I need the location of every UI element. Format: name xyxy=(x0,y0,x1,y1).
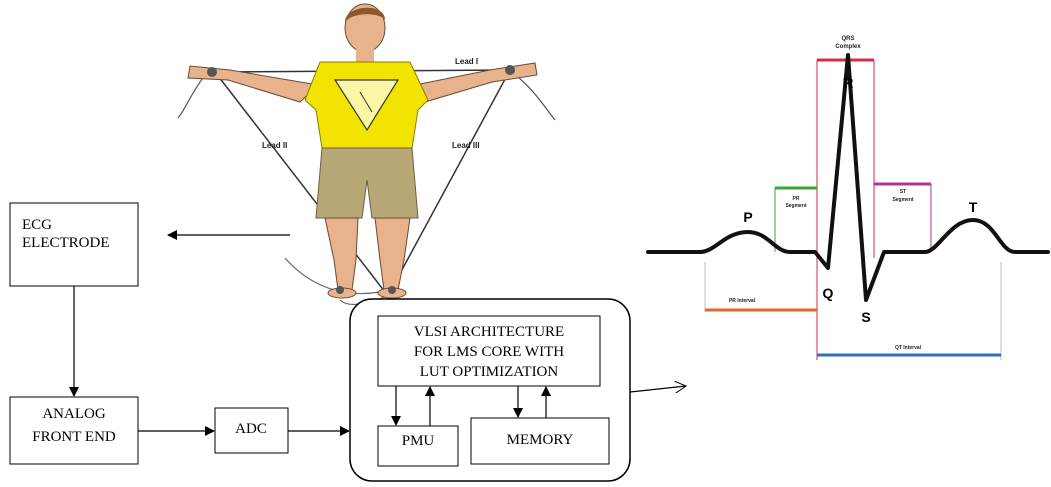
pmu-box xyxy=(377,425,459,467)
lead-1-label: Lead I xyxy=(455,57,478,66)
lead-3-label: Lead III xyxy=(452,141,480,150)
pmu-label: PMU xyxy=(402,433,435,449)
memory-box xyxy=(470,417,610,465)
ecg-waveform-figure: P Q R S T QRS Complex PR Segment ST Segm… xyxy=(646,36,1050,360)
qrs-label-2: Complex xyxy=(835,44,861,50)
afe-label-2: FRONT END xyxy=(32,429,116,445)
human-figure: Lead I Lead II Lead III xyxy=(177,3,556,306)
hair xyxy=(345,7,385,22)
ecg-electrode-label-2: ELECTRODE xyxy=(22,235,110,251)
vlsi-architecture-box xyxy=(377,315,601,387)
electrode-left-ankle xyxy=(336,286,344,294)
ecg-electrode-label-1: ECG xyxy=(22,217,52,233)
electrode-right-ankle xyxy=(388,286,396,294)
electrode-right-wrist xyxy=(505,65,515,75)
block-diagram: ECG ELECTRODE ANALOG FRONT END ADC VLSI … xyxy=(9,202,686,482)
shorts xyxy=(315,147,419,219)
left-arm xyxy=(187,65,320,103)
pr-segment-label-2: Segment xyxy=(785,203,806,209)
qt-interval-label: QT Interval xyxy=(895,345,922,351)
peak-p-label: P xyxy=(743,209,752,225)
vlsi-label-2: FOR LMS CORE WITH xyxy=(414,344,564,360)
peak-r-label: R xyxy=(843,75,854,92)
arrow-processor-output xyxy=(629,386,686,392)
chest-triangle xyxy=(333,79,400,132)
chest-vector xyxy=(359,91,373,113)
ecg-electrode-box xyxy=(9,202,139,287)
electrode-wire xyxy=(177,74,206,119)
left-leg xyxy=(324,217,359,291)
right-leg xyxy=(374,217,411,291)
lead-2-label: Lead II xyxy=(262,141,287,150)
right-arm xyxy=(414,62,538,103)
ecg-trace xyxy=(646,53,1050,302)
electrode-wire xyxy=(511,71,556,121)
lead-line-3 xyxy=(389,69,511,293)
pr-interval-label: PR Interval xyxy=(729,298,756,304)
pr-segment-label-1: PR xyxy=(793,196,800,202)
adc-label: ADC xyxy=(235,421,267,437)
peak-s-label: S xyxy=(861,309,870,325)
electrode-wire xyxy=(284,257,381,294)
vlsi-label-3: LUT OPTIMIZATION xyxy=(420,364,559,380)
peak-t-label: T xyxy=(969,199,978,215)
adc-box xyxy=(214,407,289,454)
electrode-left-wrist xyxy=(207,67,217,77)
vlsi-label-1: VLSI ARCHITECTURE xyxy=(414,324,564,340)
ecg-guides xyxy=(704,58,1002,360)
st-segment-label-1: ST xyxy=(900,189,906,195)
afe-label-1: ANALOG xyxy=(42,406,105,422)
peak-q-label: Q xyxy=(823,285,834,301)
memory-label: MEMORY xyxy=(507,432,574,448)
qrs-label-1: QRS xyxy=(841,36,854,42)
analog-front-end-box xyxy=(9,396,139,465)
neck xyxy=(356,48,374,62)
st-segment-label-2: Segment xyxy=(892,197,913,203)
